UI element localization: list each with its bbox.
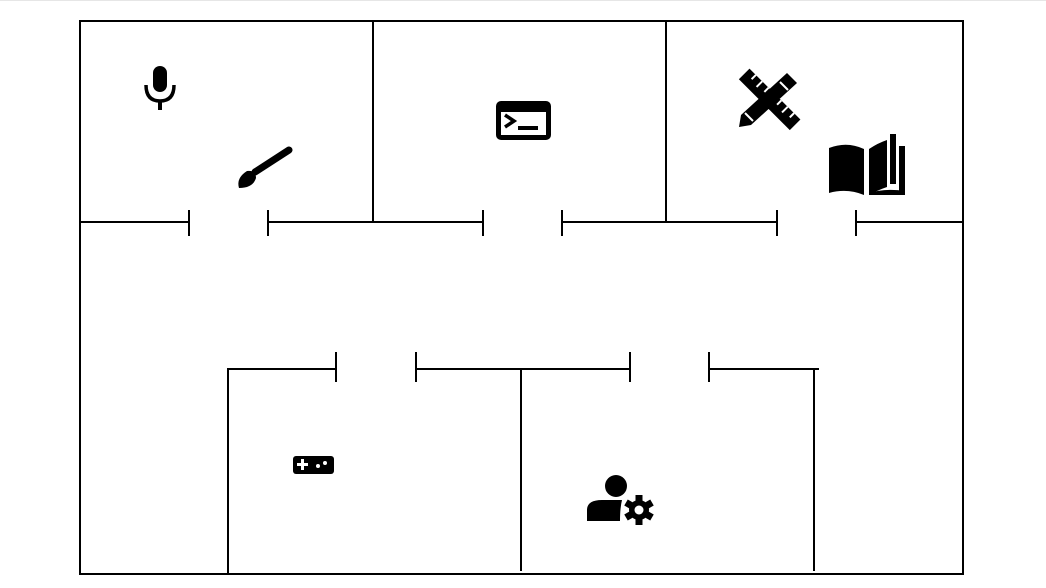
door-room-a[interactable] — [188, 210, 269, 236]
design-tools-icon[interactable] — [738, 68, 801, 131]
terminal-icon[interactable] — [496, 101, 551, 140]
book-icon[interactable] — [829, 134, 905, 195]
door-room-d[interactable] — [335, 352, 417, 382]
microphone-icon[interactable] — [144, 66, 176, 110]
top-divider — [0, 0, 1046, 1]
door-room-c[interactable] — [776, 210, 857, 236]
paintbrush-icon[interactable] — [238, 146, 293, 188]
door-room-e[interactable] — [629, 352, 710, 382]
door-room-b[interactable] — [482, 210, 563, 236]
user-settings-icon[interactable] — [587, 475, 654, 525]
gamepad-icon[interactable] — [293, 456, 334, 474]
outer-wall — [79, 20, 964, 575]
